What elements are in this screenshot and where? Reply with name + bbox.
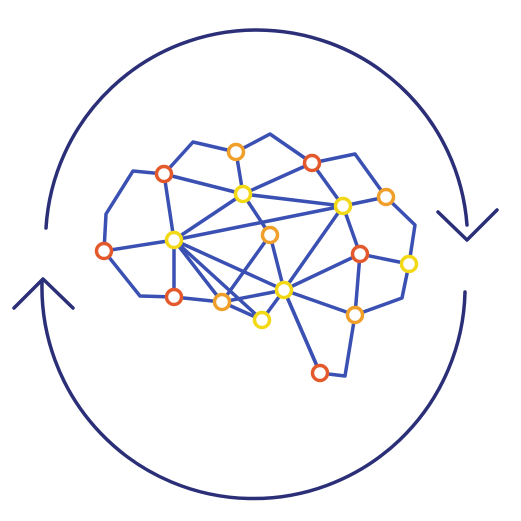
top-arc <box>44 28 469 230</box>
brain-outline <box>102 132 417 378</box>
network-edge <box>102 238 176 253</box>
node <box>233 184 253 204</box>
node <box>350 244 370 264</box>
node <box>164 287 184 307</box>
network-edge <box>162 172 176 242</box>
node <box>252 310 272 330</box>
network-edge <box>172 238 286 292</box>
node <box>310 363 330 383</box>
node <box>376 187 396 207</box>
node <box>226 142 246 162</box>
brain-network-nodes <box>94 142 419 383</box>
network-edge <box>172 192 245 242</box>
network-edge <box>353 252 362 317</box>
node <box>212 292 232 312</box>
network-edge <box>282 288 322 375</box>
node <box>333 196 353 216</box>
left-arrowhead-icon <box>12 277 75 310</box>
cycle-arrows <box>12 28 499 501</box>
network-edge <box>220 233 272 304</box>
network-edge <box>220 288 286 304</box>
node <box>164 230 184 250</box>
network-edge <box>241 192 345 208</box>
right-arrowhead-icon <box>436 208 499 242</box>
node <box>399 254 419 274</box>
network-edge <box>268 233 286 292</box>
node <box>345 305 365 325</box>
network-edge <box>172 238 264 322</box>
node <box>302 153 322 173</box>
network-edge <box>241 161 314 196</box>
network-edge <box>172 238 224 304</box>
network-edge <box>282 288 357 317</box>
node <box>260 225 280 245</box>
node <box>154 164 174 184</box>
network-edge <box>282 252 362 292</box>
node <box>94 241 114 261</box>
network-edge <box>162 172 245 196</box>
network-edge <box>172 204 345 242</box>
bottom-arc <box>40 280 467 501</box>
node <box>274 280 294 300</box>
network-edge <box>282 204 345 292</box>
